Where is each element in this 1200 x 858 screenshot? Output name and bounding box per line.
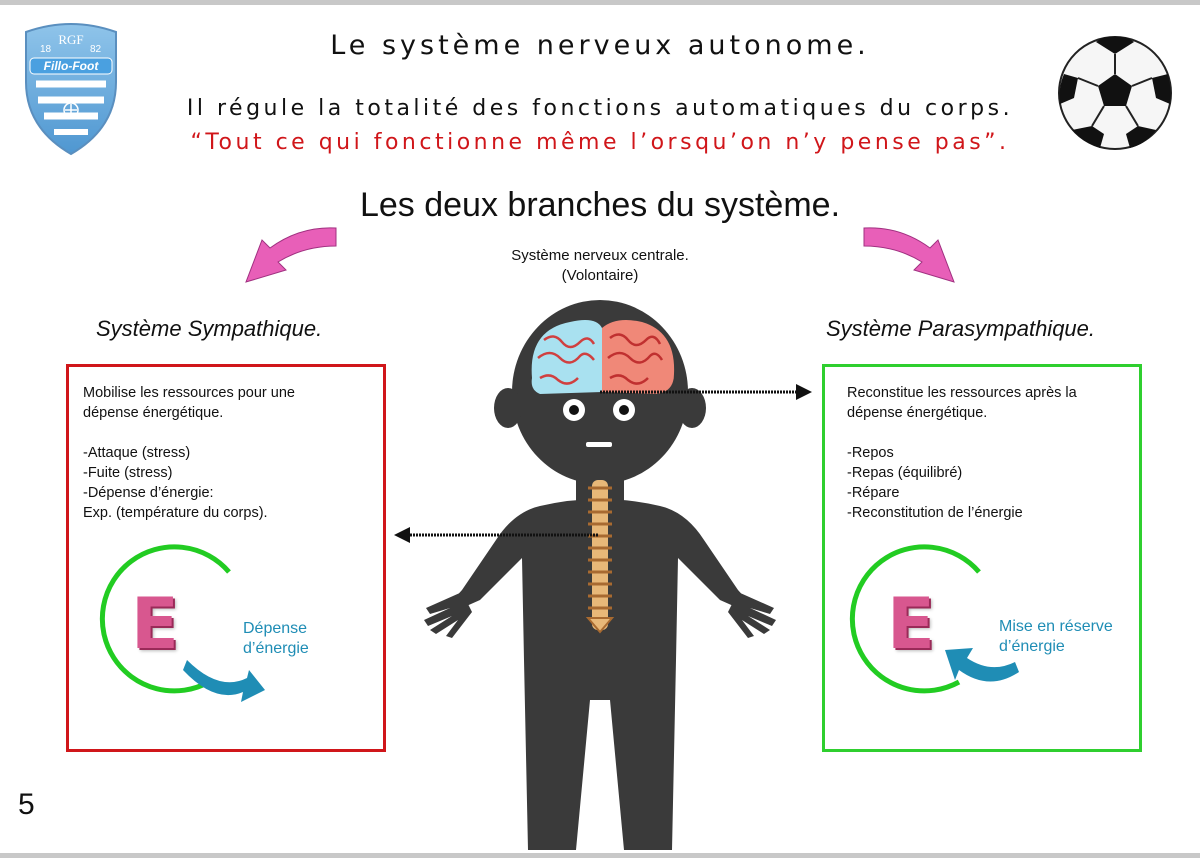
logo-year-right: 82 bbox=[90, 44, 102, 55]
shield-logo-icon: Fillo-Foot 18 82 RGF bbox=[25, 23, 117, 156]
page-number: 5 bbox=[18, 788, 35, 821]
sympathetic-line bbox=[83, 423, 373, 443]
central-label-line-2: (Volontaire) bbox=[561, 267, 639, 284]
energy-letter: E bbox=[131, 583, 179, 665]
page-quote: “Tout ce qui fonctionne même l’orsqu’on … bbox=[190, 130, 1010, 155]
energy-spend-label-line-1: Dépense bbox=[243, 620, 308, 637]
energy-spend-label-line-2: d’énergie bbox=[243, 640, 309, 657]
energy-reserve-cycle-icon bbox=[849, 544, 1019, 694]
energy-reserve-label: Mise en réserve d’énergie bbox=[999, 617, 1113, 657]
parasympathetic-description: Reconstitue les ressources après la dépe… bbox=[847, 383, 1137, 523]
energy-spend-cycle-icon bbox=[99, 544, 265, 702]
energy-reserve-label-line-1: Mise en réserve bbox=[999, 618, 1113, 635]
parasympathetic-line: Reconstitue les ressources après la bbox=[847, 385, 1077, 401]
energy-spend-label: Dépense d’énergie bbox=[243, 619, 309, 659]
energy-reserve-label-line-2: d’énergie bbox=[999, 638, 1065, 655]
sympathetic-line: Mobilise les ressources pour une bbox=[83, 385, 295, 401]
pink-curved-arrow-right bbox=[863, 227, 955, 283]
sympathetic-line: dépense énergétique. bbox=[83, 405, 224, 421]
energy-letter: E bbox=[887, 583, 935, 665]
central-label-line-1: Système nerveux centrale. bbox=[511, 247, 689, 264]
parasympathetic-line: -Repas (équilibré) bbox=[847, 465, 963, 481]
parasympathetic-title: Système Parasympathique. bbox=[826, 316, 1096, 341]
sympathetic-panel: Mobilise les ressources pour une dépense… bbox=[66, 364, 386, 752]
pink-curved-arrow-left bbox=[245, 227, 337, 283]
human-body-illustration bbox=[424, 300, 776, 850]
parasympathetic-line: -Répare bbox=[847, 485, 900, 501]
sympathetic-line: Exp. (température du corps). bbox=[83, 505, 268, 521]
logo-monogram: RGF bbox=[58, 32, 83, 47]
logo-name: Fillo-Foot bbox=[44, 59, 100, 73]
sympathetic-line: -Dépense d’énergie: bbox=[83, 485, 214, 501]
page-subtitle: Il régule la totalité des fonctions auto… bbox=[186, 96, 1014, 121]
branches-heading: Les deux branches du système. bbox=[359, 186, 841, 224]
sympathetic-title: Système Sympathique. bbox=[96, 316, 323, 341]
sympathetic-line: -Fuite (stress) bbox=[83, 465, 173, 481]
top-frame-bar bbox=[0, 0, 1200, 5]
parasympathetic-line: dépense énergétique. bbox=[847, 405, 988, 421]
parasympathetic-line: -Reconstitution de l’énergie bbox=[847, 505, 1023, 521]
parasympathetic-panel: Reconstitue les ressources après la dépe… bbox=[822, 364, 1142, 752]
sympathetic-line: -Attaque (stress) bbox=[83, 445, 191, 461]
parasympathetic-line bbox=[847, 423, 1137, 443]
brain-icon bbox=[531, 320, 675, 394]
spine-icon bbox=[585, 480, 615, 634]
central-nervous-system-label: Système nerveux centrale. (Volontaire) bbox=[450, 246, 750, 286]
logo-year-left: 18 bbox=[40, 44, 52, 55]
soccer-ball-icon bbox=[1058, 36, 1172, 150]
parasympathetic-line: -Repos bbox=[847, 445, 894, 461]
bottom-frame-bar bbox=[0, 853, 1200, 858]
sympathetic-description: Mobilise les ressources pour une dépense… bbox=[83, 383, 373, 523]
page-title: Le système nerveux autonome. bbox=[330, 30, 870, 61]
